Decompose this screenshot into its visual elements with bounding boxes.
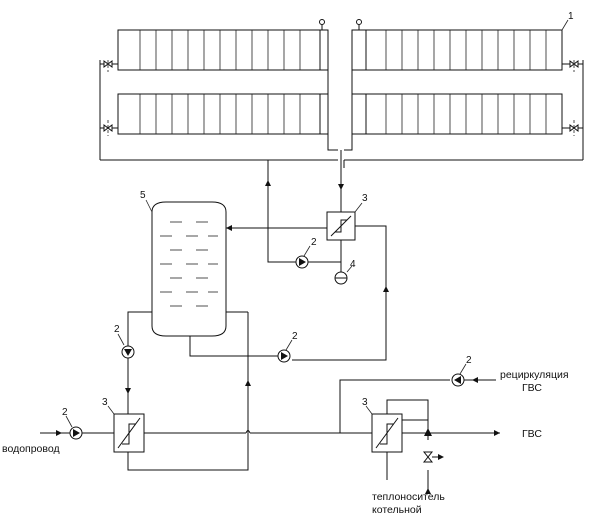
callout-3-right-leader [365,405,373,415]
label-2-mid: 2 [292,331,298,342]
radiator-top-left [117,29,321,71]
recirculation-label-line1: рециркуляция [500,369,569,381]
heat-carrier-label-line1: теплоноситель [372,491,445,503]
radiator-valve-icons [103,60,579,132]
expansion-vessel [334,262,348,285]
storage-tank [151,201,227,337]
radiator-bottom-left [117,93,321,135]
heat-carrier-label-line2: котельной [372,504,422,516]
label-3-right: 3 [362,397,368,408]
pump-recirculation [451,373,465,387]
callout-2-right-leader [459,363,467,375]
top-hx-piping [226,160,389,361]
hot-water-label: ГВС [522,428,542,440]
label-4: 4 [350,259,356,270]
heat-exchanger-right [371,413,403,453]
pump-left [121,345,135,359]
callout-2-top-leader [303,245,311,257]
pump-top [295,255,309,269]
air-vent-left-icon [319,19,325,30]
label-2-left: 2 [114,324,120,335]
return-piping [99,60,584,161]
dhw-main-line [144,379,500,436]
callout-2-water-leader [65,415,73,428]
tank-bottom-piping [189,336,278,357]
callout-2-mid-leader [285,339,293,351]
label-2-right: 2 [466,355,472,366]
callout-3-left-leader [107,405,115,415]
callout-4-leader [346,265,353,273]
label-1: 1 [568,11,574,22]
boiler-heat-carrier-piping [386,399,432,494]
air-vent-right-icon [356,19,362,30]
recirculation-line [464,377,496,383]
label-2-top: 2 [311,237,317,248]
supply-riser [338,150,345,200]
pump-water [69,426,83,440]
water-supply-line [40,430,114,436]
heat-exchanger-left [113,413,145,453]
label-2-water: 2 [62,407,68,418]
callout-3-top-leader [354,202,363,213]
label-3-top: 3 [362,193,368,204]
radiator-top-right [365,29,563,71]
heat-exchanger-top [326,211,356,241]
callout-2-left-leader [117,333,125,346]
label-3-left: 3 [102,397,108,408]
radiator-bottom-right [365,93,563,135]
pump-mid [277,349,291,363]
central-risers [320,29,366,151]
callout-5-leader [145,199,153,213]
control-valve-icon [422,451,444,463]
label-5: 5 [140,190,146,201]
water-supply-label: водопровод [2,443,60,455]
callout-1-leader [561,19,569,31]
left-loop-piping [125,311,251,471]
recirculation-label-line2: ГВС [522,382,542,394]
